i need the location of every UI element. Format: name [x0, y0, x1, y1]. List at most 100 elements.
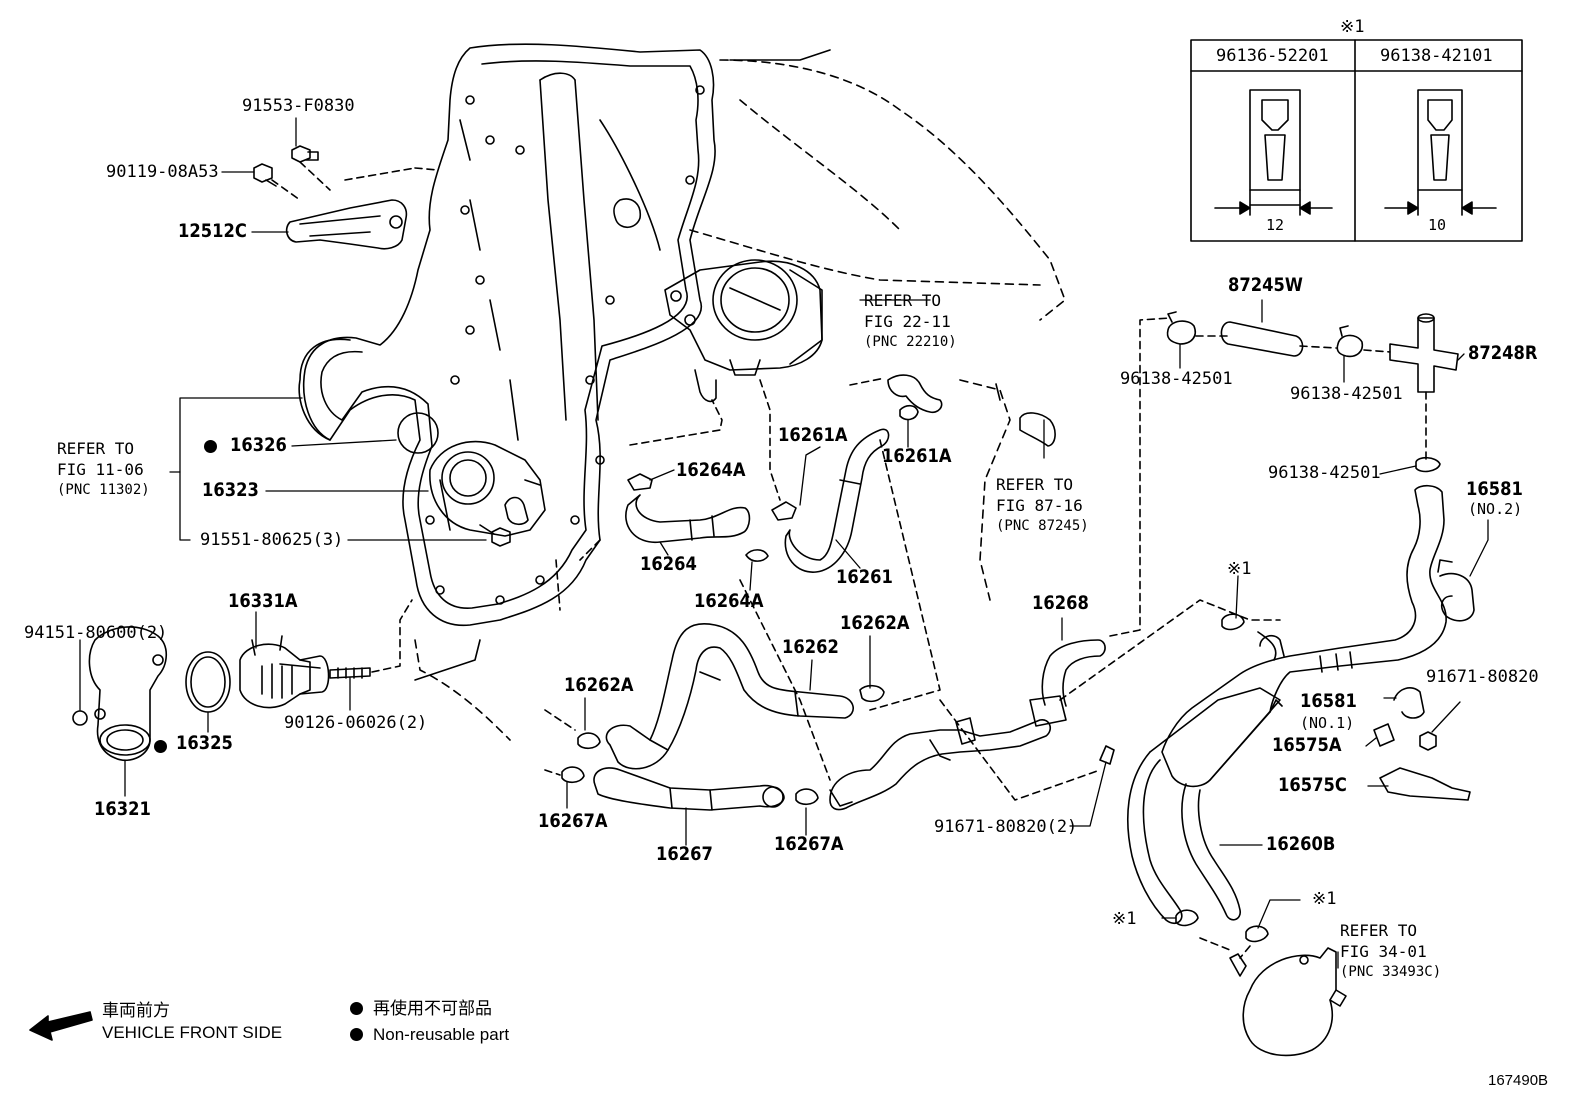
clip-96138-42501-lower [1415, 456, 1441, 473]
label-16325: 16325 [176, 732, 233, 754]
timing-chain-cover [298, 43, 1066, 741]
ref-fig-87-16: REFER TO FIG 87-16 (PNC 87245) [996, 475, 1089, 534]
ref-fig-11-06: REFER TO FIG 11-06 (PNC 11302) [57, 439, 150, 498]
clip-16262a-right [859, 684, 885, 703]
hose-16268 [829, 639, 1106, 811]
bolt-91553-f0830 [291, 145, 319, 163]
clip-table-dim-1: 12 [1266, 216, 1285, 234]
clip-note1-top [1221, 613, 1245, 631]
label-16268: 16268 [1032, 592, 1089, 614]
bolt-91671-80820-right [1419, 731, 1437, 751]
label-16262a-left: 16262A [564, 674, 634, 696]
hose-16264 [625, 494, 751, 543]
label-87245w: 87245W [1228, 274, 1303, 296]
legend-front-side: 車両前方 VEHICLE FRONT SIDE [102, 1001, 283, 1042]
label-16331a: 16331A [228, 590, 298, 612]
water-inlet-housing [429, 440, 546, 537]
tee-87248r [1389, 313, 1459, 393]
label-91551-80625: 91551-80625(3) [200, 530, 344, 550]
label-16581-no1: 16581 [1300, 690, 1357, 712]
bracket-12512c [285, 199, 408, 250]
label-90126-06026: 90126-06026(2) [284, 713, 428, 733]
nut-94151-80600 [72, 710, 88, 726]
bolt-91671-80820-left [1099, 745, 1115, 765]
label-16261a-left: 16261A [778, 424, 848, 446]
label-16575a: 16575A [1272, 734, 1342, 756]
label-16581-no2-sub: (NO.2) [1468, 500, 1523, 518]
throttle-body [664, 259, 823, 403]
hose-16261 [784, 428, 890, 573]
label-note1-top: ※1 [1227, 559, 1252, 579]
clamp-16581-no2 [1437, 559, 1475, 622]
nonreusable-dot-icon [350, 1002, 363, 1015]
clamp-16581-no1 [1393, 687, 1425, 719]
stud-90126-06026 [329, 667, 371, 679]
label-96138-42501-left: 96138-42501 [1120, 369, 1233, 389]
legend-nonreusable: 再使用不可部品 Non-reusable part [350, 996, 509, 1048]
label-16321: 16321 [94, 798, 151, 820]
clip-16261a-top [899, 404, 919, 421]
hose-16260b [1127, 484, 1447, 925]
o-ring-16326 [397, 412, 439, 454]
clip-table-note: ※1 [1340, 17, 1365, 37]
ref-fig-22-11: REFER TO FIG 22-11 (PNC 22210) [864, 291, 957, 350]
clip-table [1190, 39, 1523, 242]
label-16323: 16323 [202, 479, 259, 501]
hose-87245w [1220, 321, 1304, 357]
label-16262a-right: 16262A [840, 612, 910, 634]
clip-note1-lower-right [1245, 925, 1269, 943]
label-91671-80820: 91671-80820 [1426, 667, 1539, 687]
nonreusable-dot-icon [154, 740, 167, 753]
water-inlet-16321 [88, 626, 168, 762]
nonreusable-dot-icon [350, 1028, 363, 1041]
label-87248r: 87248R [1468, 342, 1538, 364]
hose-16262 [605, 623, 854, 770]
clip-96138-42501-left [1166, 311, 1196, 345]
clip-table-part-1: 96136-52201 [1216, 46, 1329, 66]
label-note1-left: ※1 [1112, 909, 1137, 929]
clip-16264a-top [627, 473, 653, 491]
label-16581-no1-sub: (NO.1) [1300, 714, 1355, 732]
thermostat-16331a [239, 635, 330, 709]
label-16581-no2: 16581 [1466, 478, 1523, 500]
clip-96138-42501-right [1336, 325, 1364, 358]
vacuum-pump [1229, 947, 1347, 1057]
label-91671-80820-2: 91671-80820(2) [934, 817, 1078, 837]
clip-16262a-left [577, 732, 601, 750]
clip-16267a-left [561, 766, 585, 784]
front-arrow-icon [29, 1011, 93, 1041]
ref-fig-34-01: REFER TO FIG 34-01 (PNC 33493C) [1340, 921, 1442, 980]
label-16264: 16264 [640, 553, 697, 575]
clip-16264a-bottom [745, 549, 769, 562]
label-16261a-right: 16261A [882, 445, 952, 467]
bolt-91551-80625 [479, 524, 511, 547]
label-note1-right: ※1 [1312, 889, 1337, 909]
label-16262: 16262 [782, 636, 839, 658]
label-16267a-left: 16267A [538, 810, 608, 832]
clip-table-part-2: 96138-42101 [1380, 46, 1493, 66]
clip-note1-lower-left [1175, 909, 1199, 927]
bolt-90119-08a53 [253, 163, 277, 187]
label-16267: 16267 [656, 843, 713, 865]
label-90119-08a53: 90119-08A53 [106, 162, 219, 182]
gasket-16325 [185, 651, 231, 713]
label-96138-42501-lower: 96138-42501 [1268, 463, 1381, 483]
bracket-16575c [1379, 767, 1471, 801]
label-16575c: 16575C [1278, 774, 1347, 796]
label-16326: 16326 [230, 434, 287, 456]
hose-16267 [593, 767, 785, 811]
clip-16267a-right [795, 788, 819, 806]
label-16260b: 16260B [1266, 833, 1336, 855]
label-12512c: 12512C [178, 220, 247, 242]
label-96138-42501-right: 96138-42501 [1290, 384, 1403, 404]
label-91553-f0830: 91553-F0830 [242, 96, 355, 116]
clip-table-dim-2: 10 [1428, 216, 1447, 234]
hose-87-16 [995, 383, 1056, 447]
label-94151-80600: 94151-80600(2) [24, 623, 168, 643]
label-16264a-top: 16264A [676, 459, 746, 481]
leader-lines [79, 117, 1489, 969]
label-16261: 16261 [836, 566, 893, 588]
clip-16261a-mid [771, 501, 797, 521]
label-16267a-right: 16267A [774, 833, 844, 855]
